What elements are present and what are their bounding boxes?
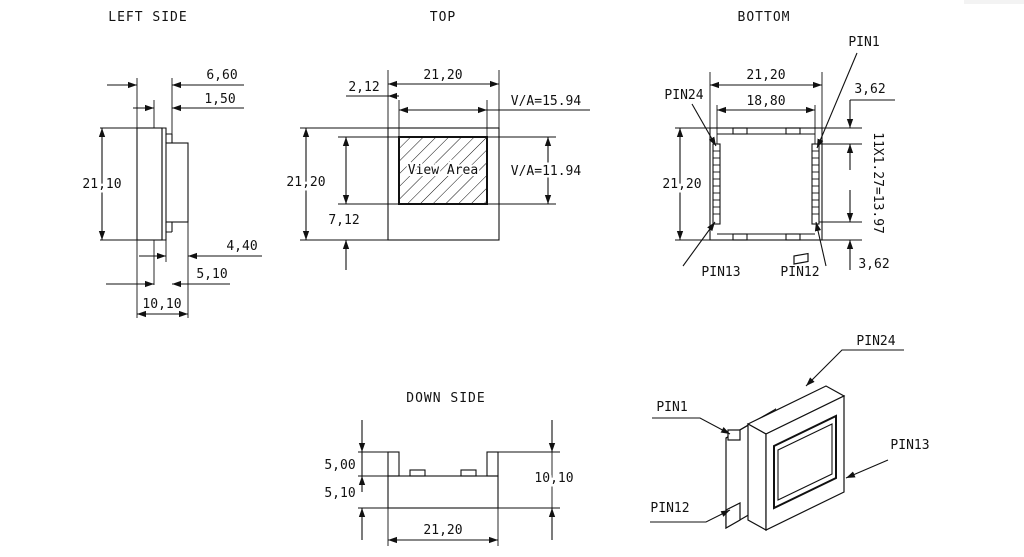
bottom-view-dim-pitch: 11X1.27=13.97: [870, 132, 885, 234]
down-side-body: [387, 475, 499, 509]
iso-screen-inner: [777, 423, 833, 501]
left-side-dim-flange: 1,50: [204, 92, 235, 107]
left-side-dim-body-depth: 5,10: [196, 267, 227, 282]
bottom-view-pin24-label: PIN24: [664, 88, 703, 103]
bottom-view-dim-width: 21,20: [746, 68, 785, 83]
left-side-dim-height: 21,10: [82, 177, 121, 192]
left-side-view: LEFT SIDE 6,60 1,50 21,10 4,40 5,10: [80, 10, 262, 318]
bottom-view-dim-inner-width: 18,80: [746, 94, 785, 109]
top-view-dim-offset-y: 7,12: [328, 213, 359, 228]
bottom-view: BOTTOM 21,20 18,80: [660, 10, 895, 280]
bottom-view-dim-top-offset: 3,62: [854, 82, 885, 97]
bottom-view-pin-row-left: [712, 143, 721, 225]
down-side-dim-total-height: 10,10: [534, 471, 573, 486]
left-side-title: LEFT SIDE: [108, 10, 187, 25]
iso-body-side-face: [747, 422, 767, 532]
iso-pin12-label: PIN12: [650, 501, 689, 516]
top-view-area-label: View Area: [408, 163, 478, 178]
bottom-view-pin1-label: PIN1: [848, 35, 879, 50]
top-view-title: TOP: [430, 10, 456, 25]
bottom-view-pin12-label: PIN12: [780, 265, 819, 280]
bottom-view-pin13-label: PIN13: [701, 265, 740, 280]
left-side-dim-pin-step: 4,40: [226, 239, 257, 254]
top-view-dim-width: 21,20: [423, 68, 462, 83]
left-side-dim-overall-width: 10,10: [142, 297, 181, 312]
down-side-dim-pin-height: 5,00: [324, 458, 355, 473]
iso-pin13-label: PIN13: [890, 438, 929, 453]
bottom-view-dim-bottom-offset: 3,62: [858, 257, 889, 272]
top-view-area-hatch: [399, 137, 487, 204]
top-view-dim-va-width: V/A=15.94: [511, 94, 582, 109]
down-side-dim-body-height: 5,10: [324, 486, 355, 501]
left-side-dim-total-depth: 6,60: [206, 68, 237, 83]
down-side-title: DOWN SIDE: [406, 391, 485, 406]
left-side-display-block: [165, 142, 189, 223]
iso-pin1-label: PIN1: [656, 400, 687, 415]
top-view-dim-va-height: V/A=11.94: [511, 164, 582, 179]
iso-pin24-label: PIN24: [856, 334, 895, 349]
left-side-body: [136, 127, 163, 241]
page-edge-strip: [964, 0, 1024, 4]
bottom-view-pin-row-right: [811, 143, 820, 225]
bottom-view-dim-height: 21,20: [662, 177, 701, 192]
top-view: TOP View Area 21,20 2,12 V/A=15.94 21,20: [284, 10, 590, 270]
iso-screen-outer: [773, 414, 837, 510]
down-side-dim-width: 21,20: [423, 523, 462, 538]
bottom-view-title: BOTTOM: [738, 10, 791, 25]
isometric-view: PIN1 PIN24 PIN13 PIN12: [650, 252, 930, 532]
top-view-area-border: [398, 136, 488, 205]
top-view-dim-offset-x: 2,12: [348, 80, 379, 95]
down-side-view: DOWN SIDE 5,00 5,10 10,10 21,20: [322, 391, 576, 546]
bottom-view-outline: [709, 127, 823, 241]
top-view-dim-height: 21,20: [286, 175, 325, 190]
iso-pin-top: [793, 252, 809, 265]
top-view-outline: [387, 127, 500, 241]
